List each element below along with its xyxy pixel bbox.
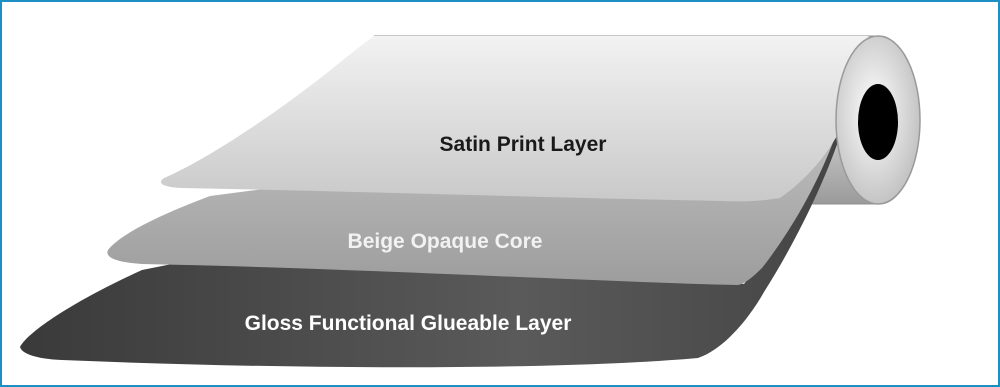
layer-label-satin-print: Satin Print Layer	[440, 133, 607, 156]
layer-gloss-functional-glueable	[20, 92, 852, 368]
roll-core-hole	[858, 84, 898, 160]
layer-label-beige-opaque-core: Beige Opaque Core	[348, 230, 543, 253]
layer-satin-print	[161, 36, 869, 202]
layer-label-gloss-functional-glueable: Gloss Functional Glueable Layer	[245, 312, 572, 335]
